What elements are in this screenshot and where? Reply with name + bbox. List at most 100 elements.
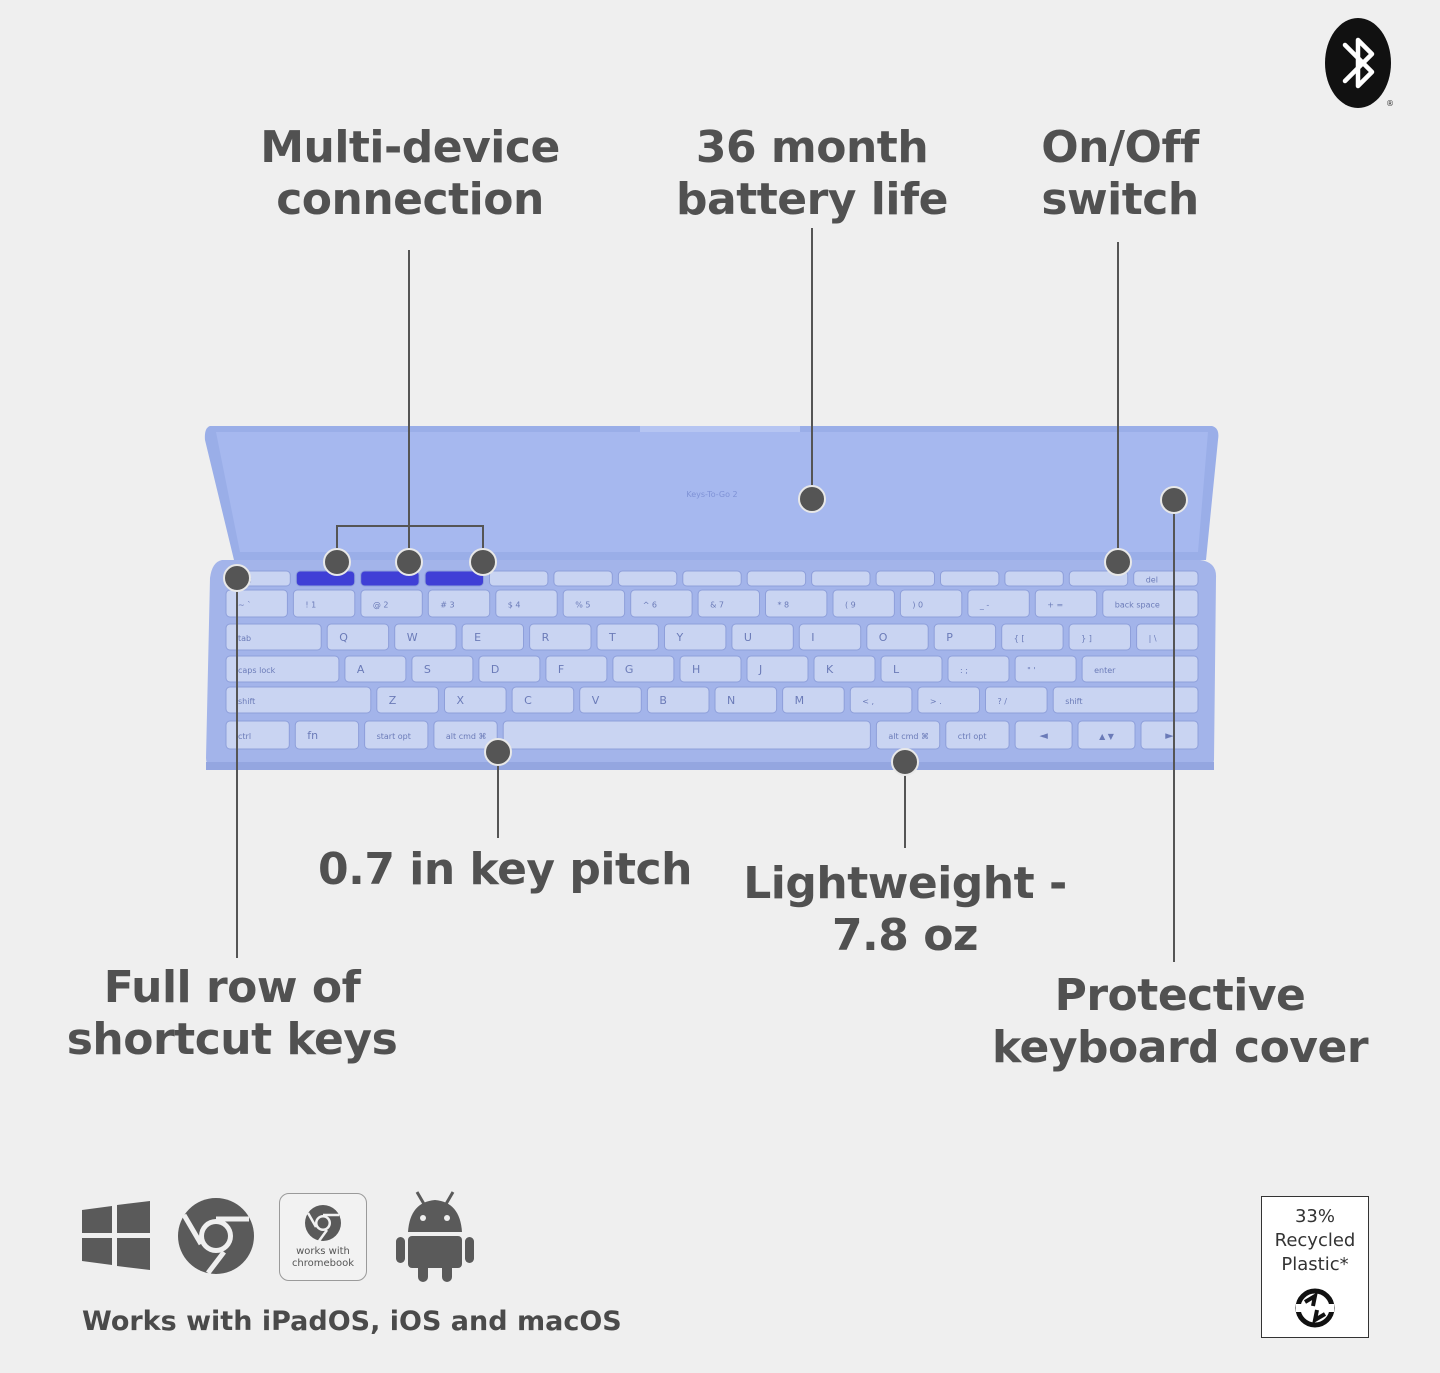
keyboard-key (427, 589, 491, 618)
key-label: * 8 (778, 601, 790, 610)
keyboard-key (326, 623, 390, 651)
keyboard-key (880, 655, 943, 683)
key-label: @ 2 (373, 601, 389, 610)
keyboard-cover: Keys-To-Go 2 (204, 426, 1219, 560)
key-label: { [ (1014, 634, 1025, 643)
keyboard-key (433, 720, 498, 750)
recycled-plastic-badge: 33% Recycled Plastic* (1261, 1196, 1369, 1338)
keyboard-key (945, 720, 1010, 750)
svg-text:®: ® (1386, 99, 1394, 108)
key-label: tab (238, 634, 251, 643)
keyboard-key (917, 686, 981, 714)
key-label: R (542, 631, 550, 644)
key-label: Z (389, 694, 397, 707)
keyboard-key (679, 655, 742, 683)
key-grid: escdel~ `! 1@ 2# 3$ 4% 5^ 6& 7* 8( 9) 0_… (225, 570, 1199, 750)
keyboard-key (746, 655, 809, 683)
key-label: A (357, 663, 365, 676)
key-label: + = (1047, 601, 1063, 610)
keyboard-key (612, 655, 675, 683)
keyboard-key (832, 589, 895, 618)
keyboard-key (225, 686, 372, 714)
keyboard-key (376, 686, 439, 714)
key-label: ctrl (238, 732, 251, 741)
key-label: _ - (979, 601, 990, 610)
keyboard-key (630, 589, 693, 618)
keyboard-key (411, 655, 474, 683)
keyboard-key (664, 623, 727, 651)
key-label: ~ ` (238, 600, 251, 610)
key-label: G (625, 663, 634, 676)
bluetooth-icon: ® (1325, 18, 1394, 108)
keyboard-key (579, 686, 642, 714)
keyboard-key (1052, 686, 1199, 714)
key-label: ? / (998, 697, 1008, 706)
key-label: & 7 (710, 601, 724, 610)
chromebook-badge: works with chromebook (279, 1193, 367, 1281)
key-label: ► (1165, 729, 1174, 742)
key-label: M (795, 694, 805, 707)
key-label: H (692, 663, 700, 676)
keyboard-key (444, 686, 507, 714)
label-multi-device-connection: Multi-device connection (260, 122, 560, 225)
key-label: fn (307, 729, 318, 742)
keyboard-key (811, 570, 871, 587)
keyboard-key (529, 623, 592, 651)
keyboard-key (947, 655, 1010, 683)
key-label: C (524, 694, 532, 707)
key-label: shift (1065, 697, 1082, 706)
keyboard-key (344, 655, 407, 683)
key-label: I (811, 631, 814, 644)
keyboard-key (1014, 720, 1073, 750)
keyboard-key (697, 589, 760, 618)
key-label: J (758, 663, 762, 676)
keyboard-key (899, 589, 963, 618)
key-label: S (424, 663, 431, 676)
key-label: D (491, 663, 499, 676)
keyboard-key (225, 655, 340, 683)
key-label: start opt (377, 732, 411, 741)
keyboard-brand-text: Keys-To-Go 2 (686, 490, 737, 499)
key-label: back space (1115, 601, 1160, 610)
chromebook-line1: works with (296, 1246, 350, 1257)
device-key (424, 570, 485, 587)
keyboard-key (478, 655, 541, 683)
keyboard-key (1140, 720, 1199, 750)
key-label: caps lock (238, 666, 276, 675)
keyboard-key (1136, 623, 1199, 651)
keyboard-key (511, 686, 575, 714)
key-label: } ] (1081, 634, 1092, 643)
keyboard-key (1068, 623, 1131, 651)
key-label: K (826, 663, 834, 676)
key-label: L (893, 663, 900, 676)
keyboard-key (1001, 623, 1064, 651)
callout-dots (223, 485, 1188, 776)
key-label: ! 1 (305, 601, 316, 610)
keyboard-key (502, 720, 871, 750)
keyboard-key (545, 655, 608, 683)
key-label: del (1146, 576, 1158, 585)
keyboard-key (225, 720, 290, 750)
key-label: alt cmd ⌘ (446, 732, 487, 741)
keyboard-key (646, 686, 710, 714)
keyboard-key (1014, 655, 1077, 683)
key-label: enter (1094, 666, 1116, 675)
key-label: $ 4 (508, 601, 521, 610)
key-label: % 5 (575, 601, 590, 610)
recycled-word: Recycled (1274, 1230, 1356, 1251)
label-battery-life: 36 month battery life (676, 122, 948, 225)
keyboard-key (967, 589, 1030, 618)
key-label: Q (339, 631, 348, 644)
label-shortcut-keys: Full row of shortcut keys (66, 962, 398, 1065)
key-label: shift (238, 697, 255, 706)
android-icon (396, 1191, 474, 1282)
keyboard-key (489, 570, 549, 587)
keyboard-key (225, 623, 322, 651)
key-label: Y (676, 631, 684, 644)
key-label: ( 9 (845, 601, 856, 610)
recycle-icon (1295, 1288, 1335, 1328)
label-key-pitch: 0.7 in key pitch (318, 844, 692, 895)
key-label: alt cmd ⌘ (888, 732, 929, 741)
key-label: T (608, 631, 616, 644)
